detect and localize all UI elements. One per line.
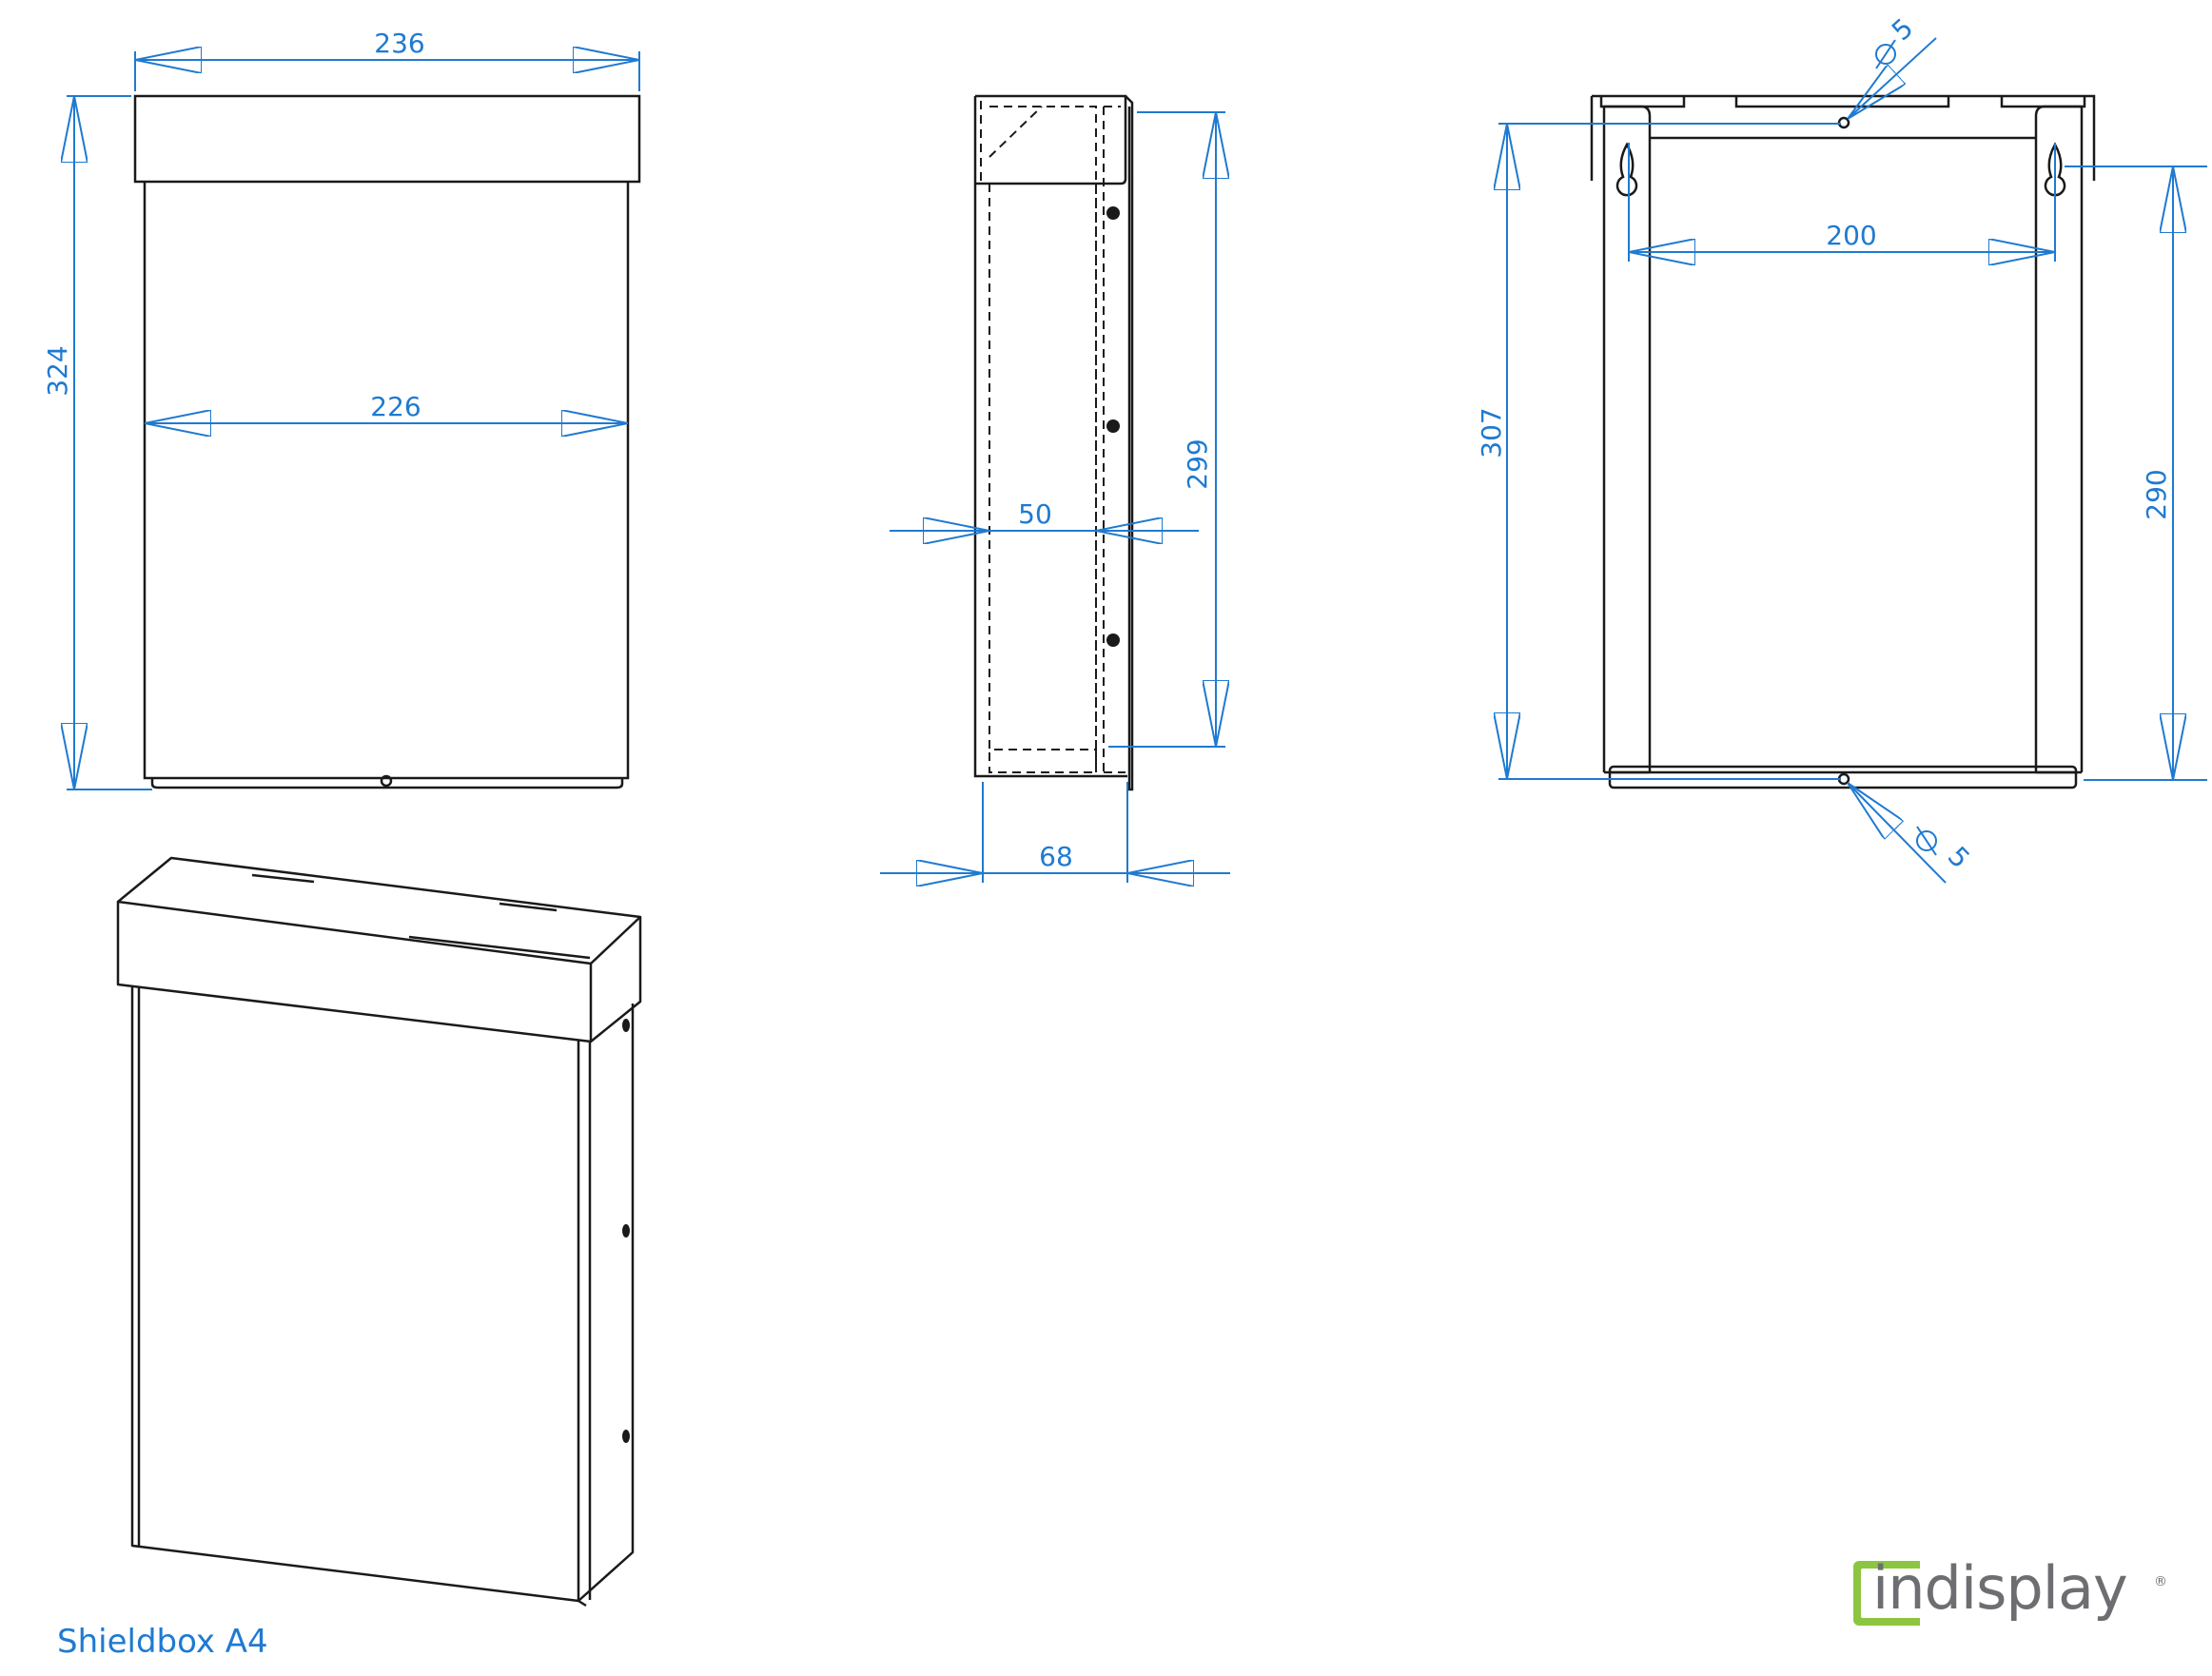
side-view-hidden-lines <box>980 101 1126 773</box>
dim-back-hole-bottom: 5 <box>1942 841 1976 875</box>
dim-side-depth-inner: 50 <box>1018 498 1052 530</box>
back-view <box>1590 94 2096 789</box>
dim-back-hole-top: 5 <box>1886 12 1919 47</box>
logo-bracket-top <box>1853 1561 1920 1569</box>
indisplay-logo: indisplay ® <box>1853 1553 2167 1631</box>
dim-back-keyhole-spacing: 200 <box>1826 220 1876 251</box>
dim-front-width-top: 236 <box>374 28 424 59</box>
dim-front-width-body: 226 <box>370 391 421 422</box>
registered-mark: ® <box>2154 1574 2167 1589</box>
logo-wordmark: indisplay <box>1872 1553 2128 1623</box>
dim-back-height-right: 290 <box>2141 469 2172 519</box>
dim-side-depth-total: 68 <box>1039 841 1073 872</box>
dim-front-height: 324 <box>42 345 73 396</box>
front-dimensions <box>67 51 640 790</box>
product-title: Shieldbox A4 <box>57 1623 268 1661</box>
side-view <box>973 94 1134 791</box>
side-view-mounting-dots <box>1106 206 1120 647</box>
isometric-mounting-dots <box>622 1019 630 1443</box>
side-dimensions <box>880 111 1230 883</box>
isometric-view <box>116 856 642 1608</box>
dim-side-height: 299 <box>1182 438 1213 489</box>
front-view <box>133 94 641 789</box>
logo-bracket-bottom <box>1853 1618 1920 1626</box>
back-dimensions <box>1498 37 2207 884</box>
dim-back-height-left: 307 <box>1476 407 1507 458</box>
